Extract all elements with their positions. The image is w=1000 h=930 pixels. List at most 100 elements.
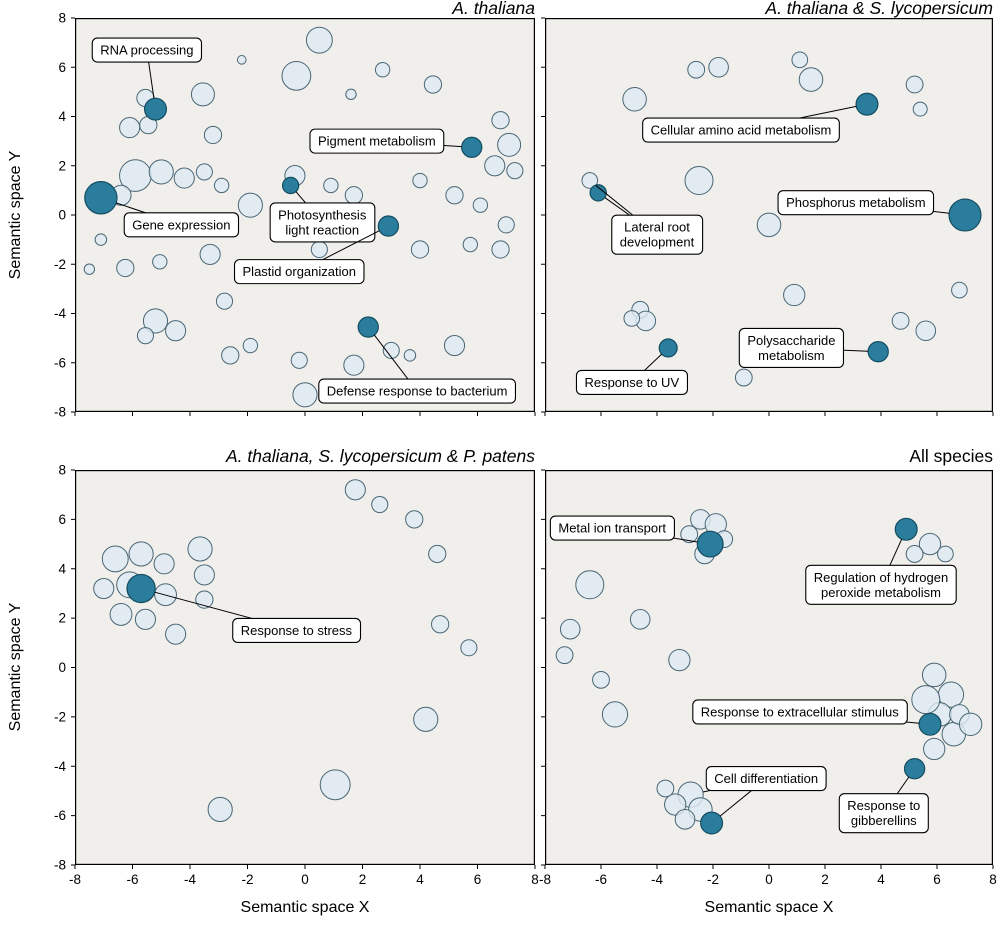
annotation-text: Plastid organization: [243, 264, 356, 279]
background-term-bubble: [491, 240, 510, 259]
annotation-label: Pigment metabolism: [309, 128, 445, 154]
background-term-bubble: [623, 310, 641, 327]
background-term-bubble: [119, 117, 141, 139]
background-term-bubble: [918, 532, 942, 556]
background-term-bubble: [410, 240, 430, 259]
background-term-bubble: [323, 177, 339, 194]
background-term-bubble: [664, 793, 687, 816]
annotation-box: [738, 327, 845, 369]
x-axis-title-left: Semantic space X: [240, 899, 370, 916]
annotation-label: Response to UV: [575, 369, 689, 395]
annotation-box: [838, 793, 929, 834]
background-term-bubble: [798, 67, 824, 92]
background-term-bubble: [148, 159, 174, 185]
panel-border: [75, 18, 535, 412]
background-term-bubble: [423, 75, 443, 94]
annotation-text: Cellular amino acid metabolism: [651, 123, 832, 138]
background-term-bubble: [109, 602, 133, 626]
y-axis-title-top: Semantic space Y: [7, 150, 24, 280]
highlighted-term-bubble: [696, 530, 724, 558]
background-term-bubble: [195, 163, 213, 181]
highlighted-term-bubble: [461, 136, 483, 158]
background-term-bubble: [305, 26, 333, 54]
background-term-bubble: [921, 662, 947, 688]
highlighted-term-bubble: [126, 573, 156, 604]
background-term-bubble: [555, 646, 574, 665]
annotation-box: [692, 699, 908, 725]
y-tick-label: 6: [58, 60, 66, 75]
background-term-bubble: [345, 88, 357, 101]
background-term-bubble: [783, 283, 806, 307]
annotation-text: Response to UV: [584, 375, 679, 390]
background-term-bubble: [94, 233, 108, 246]
background-term-bubble: [462, 236, 478, 253]
x-tick-label: 4: [416, 872, 424, 887]
background-term-bubble: [142, 308, 169, 334]
background-term-bubble: [165, 623, 187, 645]
highlighted-term-bubble: [84, 181, 118, 215]
annotation-text: Response to extracellular stimulus: [701, 704, 899, 719]
background-term-bubble: [592, 670, 610, 689]
background-term-bubble: [213, 177, 230, 194]
background-term-bubble: [912, 101, 928, 117]
background-term-bubble: [687, 60, 706, 79]
background-term-bubble: [199, 243, 221, 265]
y-tick-label: -4: [54, 759, 66, 774]
y-tick-label: 2: [58, 611, 66, 626]
background-term-bubble: [382, 341, 400, 359]
annotation-label: Metal ion transport: [549, 515, 675, 541]
plot-background: [75, 470, 535, 865]
x-tick-label: -4: [651, 872, 663, 887]
y-tick-label: 4: [58, 561, 66, 576]
x-tick-label: -2: [241, 872, 253, 887]
annotation-text: Gene expression: [132, 217, 230, 232]
background-term-bubble: [431, 615, 450, 634]
annotation-text: Phosphorus metabolism: [786, 195, 925, 210]
background-term-bubble: [891, 311, 910, 330]
annotation-box: [269, 202, 376, 243]
background-term-bubble: [292, 382, 318, 408]
x-tick-label: -4: [184, 872, 196, 887]
background-term-bubble: [575, 570, 605, 600]
annotation-text: RNA processing: [100, 43, 193, 58]
background-term-bubble: [237, 192, 263, 218]
background-term-bubble: [128, 541, 154, 567]
highlighted-term-bubble: [143, 97, 168, 121]
background-term-bubble: [506, 162, 524, 180]
y-tick-label: -4: [54, 306, 66, 321]
y-tick-label: 6: [58, 512, 66, 527]
background-term-bubble: [708, 56, 729, 78]
annotation-box: [309, 128, 445, 154]
annotation-label: Cellular amino acid metabolism: [642, 117, 840, 143]
y-tick-label: 4: [58, 109, 66, 124]
background-term-bubble: [937, 545, 954, 563]
background-term-bubble: [629, 609, 651, 630]
annotation-box: [91, 37, 203, 63]
x-tick-label: 2: [821, 872, 829, 887]
background-term-bubble: [559, 618, 581, 640]
background-term-bubble: [344, 479, 366, 501]
background-term-bubble: [656, 779, 675, 798]
annotation-box: [123, 212, 240, 238]
background-term-bubble: [152, 254, 168, 270]
annotation-text: Cell differentiation: [714, 771, 818, 786]
y-tick-label: 8: [58, 11, 66, 26]
background-term-bubble: [674, 809, 696, 830]
x-axis-title-right: Semantic space X: [704, 899, 834, 916]
x-tick-label: -8: [539, 872, 551, 887]
background-term-bubble: [403, 349, 417, 362]
highlighted-term-bubble: [377, 215, 400, 237]
background-term-bubble: [101, 545, 129, 573]
annotation-box: [611, 214, 704, 255]
panel-border: [75, 470, 535, 865]
annotation-text: Pigment metabolism: [318, 134, 436, 149]
background-term-bubble: [460, 639, 478, 657]
annotation-box: [642, 117, 840, 143]
